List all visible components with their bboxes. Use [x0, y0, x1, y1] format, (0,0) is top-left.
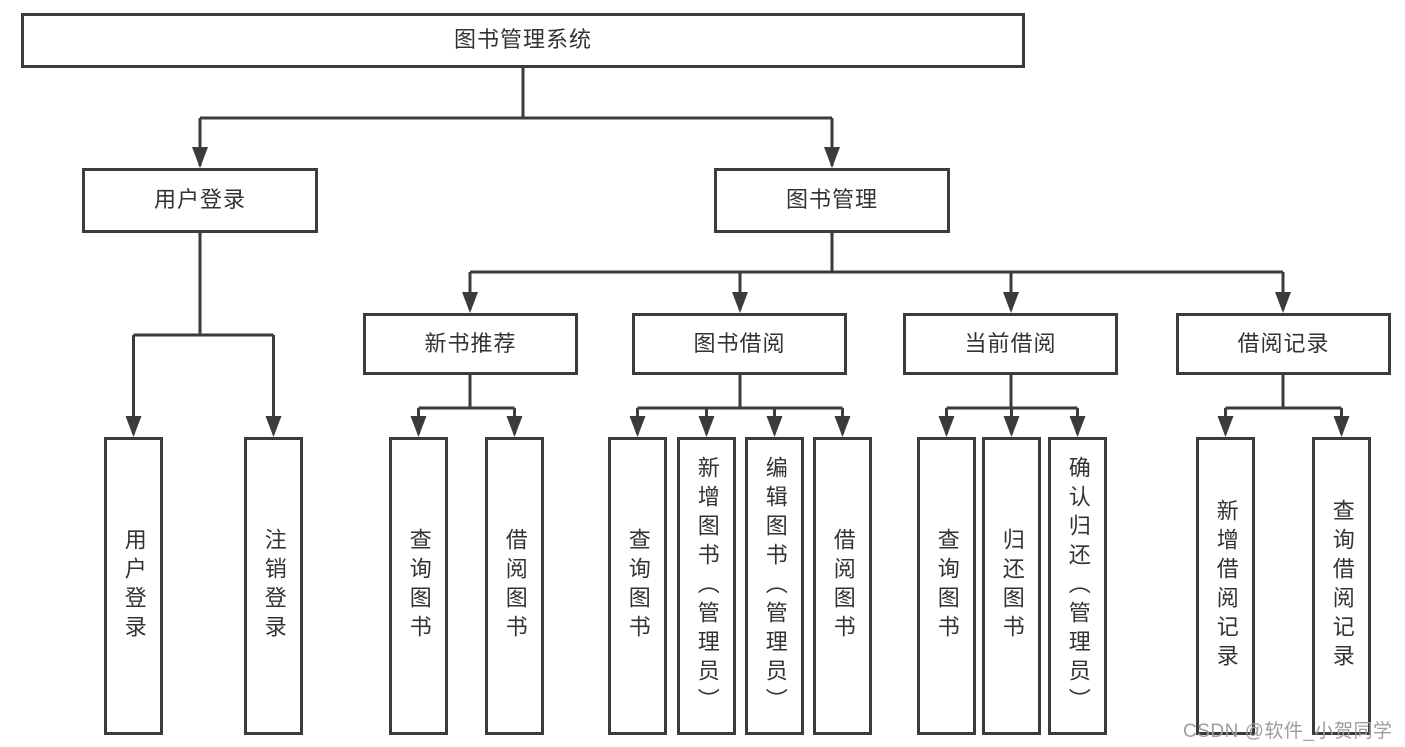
csdn-watermark: CSDN @软件_小贺同学	[1183, 721, 1393, 742]
leaf-query-books: 查询图书	[608, 437, 667, 735]
node-new-book-recommendation: 新书推荐	[363, 313, 578, 375]
node-current-borrowing: 当前借阅	[903, 313, 1118, 375]
leaf-query-borrow-record: 查询借阅记录	[1312, 437, 1371, 735]
leaf-borrow-books: 借阅图书	[813, 437, 872, 735]
leaf-confirm-return-admin: 确认归还（管理员）	[1048, 437, 1107, 735]
leaf-edit-books-admin: 编辑图书（管理员）	[745, 437, 804, 735]
node-book-borrowing: 图书借阅	[632, 313, 847, 375]
leaf-add-books-admin: 新增图书（管理员）	[677, 437, 736, 735]
node-user-login: 用户登录	[82, 168, 318, 233]
leaf-borrow-books: 借阅图书	[485, 437, 544, 735]
node-library-management-system: 图书管理系统	[21, 13, 1025, 68]
leaf-user-login: 用户登录	[104, 437, 163, 735]
leaf-query-books: 查询图书	[917, 437, 976, 735]
node-borrowing-records: 借阅记录	[1176, 313, 1391, 375]
leaf-query-books: 查询图书	[389, 437, 448, 735]
leaf-logout: 注销登录	[244, 437, 303, 735]
leaf-return-books: 归还图书	[982, 437, 1041, 735]
leaf-add-borrow-record: 新增借阅记录	[1196, 437, 1255, 735]
node-book-management: 图书管理	[714, 168, 950, 233]
